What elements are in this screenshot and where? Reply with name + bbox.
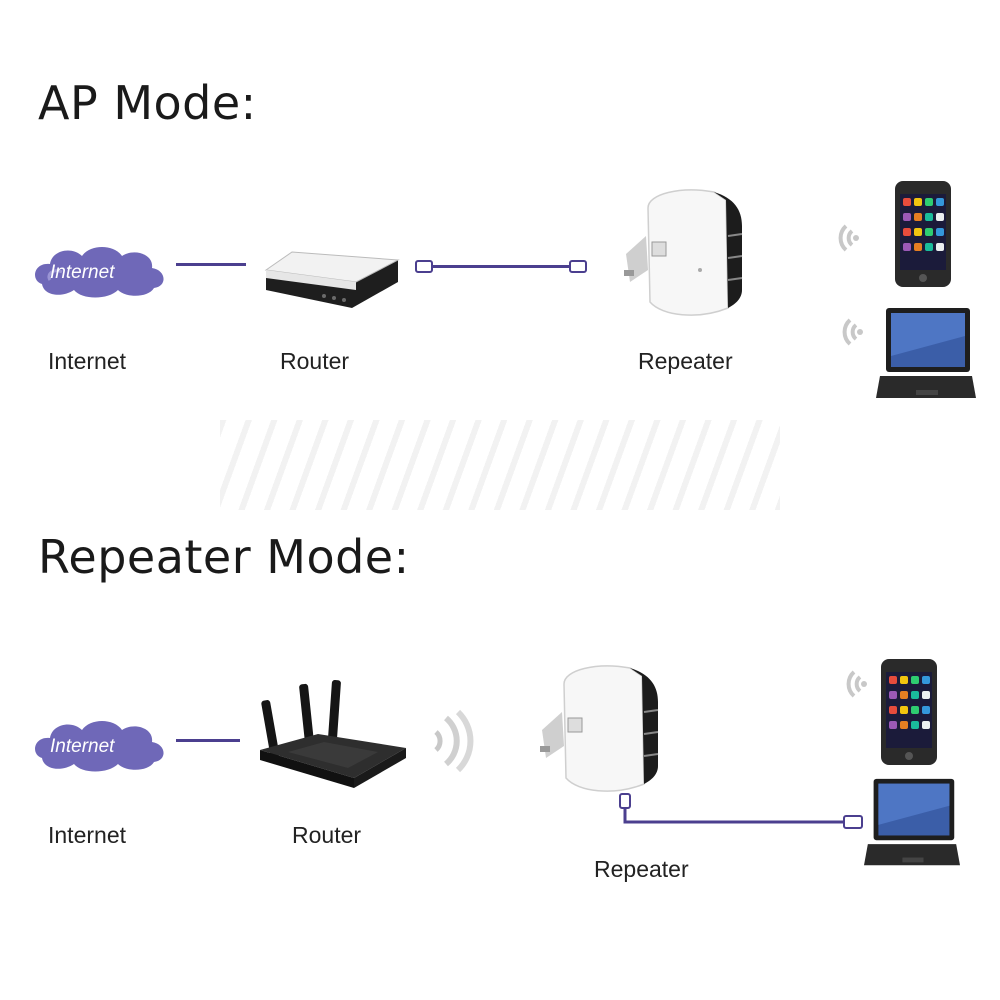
app-icon (911, 676, 919, 684)
repeater-mode-section: Repeater Mode: Internet (0, 500, 1000, 1000)
app-icon (925, 228, 933, 236)
app-icon (925, 198, 933, 206)
repeater-icon (540, 665, 659, 792)
router-icon (260, 679, 406, 788)
cloud-text: Internet (50, 736, 115, 757)
app-icon (900, 691, 908, 699)
internet-cloud-icon: Internet (35, 721, 164, 772)
router-icon (264, 251, 400, 308)
internet-label: Internet (48, 822, 126, 848)
app-icon (925, 213, 933, 221)
app-icon (914, 243, 922, 251)
app-icon (922, 676, 930, 684)
repeater-laptop-cable (619, 793, 863, 829)
smartphone-icon (881, 659, 937, 765)
app-icon (903, 213, 911, 221)
app-icon (936, 198, 944, 206)
app-icon (925, 243, 933, 251)
ap-mode-title: AP Mode: (38, 76, 257, 130)
router-label: Router (280, 348, 350, 374)
internet-router-cable (176, 739, 240, 742)
app-icon (900, 676, 908, 684)
app-icon (914, 228, 922, 236)
app-icon (936, 243, 944, 251)
app-icon (903, 198, 911, 206)
internet-router-cable (176, 263, 246, 266)
app-icon (914, 213, 922, 221)
laptop-icon (864, 778, 960, 866)
repeater-label: Repeater (638, 348, 733, 374)
wifi-signal-icon (838, 224, 859, 252)
app-icon (911, 706, 919, 714)
app-icon (900, 706, 908, 714)
app-icon (903, 243, 911, 251)
repeater-mode-title: Repeater Mode: (38, 530, 410, 584)
internet-label: Internet (48, 348, 126, 374)
app-icon (889, 706, 897, 714)
internet-cloud-icon: Internet (35, 247, 164, 298)
wifi-signal-icon (846, 670, 867, 698)
ap-mode-section: AP Mode: Internet (35, 76, 976, 398)
app-icon (911, 721, 919, 729)
app-icon (936, 213, 944, 221)
repeater-label: Repeater (594, 856, 689, 882)
laptop-icon (876, 308, 976, 398)
repeater-icon (624, 189, 743, 316)
app-icon (922, 691, 930, 699)
app-icon (900, 721, 908, 729)
app-icon (911, 691, 919, 699)
app-icon (889, 676, 897, 684)
app-icon (922, 706, 930, 714)
router-label: Router (292, 822, 362, 848)
app-icon (889, 691, 897, 699)
app-icon (936, 228, 944, 236)
wifi-signal-icon (434, 709, 474, 773)
smartphone-icon (895, 181, 951, 287)
watermark (220, 420, 780, 510)
app-icon (914, 198, 922, 206)
app-icon (922, 721, 930, 729)
app-icon (903, 228, 911, 236)
router-repeater-cable (415, 260, 587, 273)
app-icon (889, 721, 897, 729)
wifi-signal-icon (842, 318, 863, 346)
cloud-text: Internet (50, 262, 115, 283)
